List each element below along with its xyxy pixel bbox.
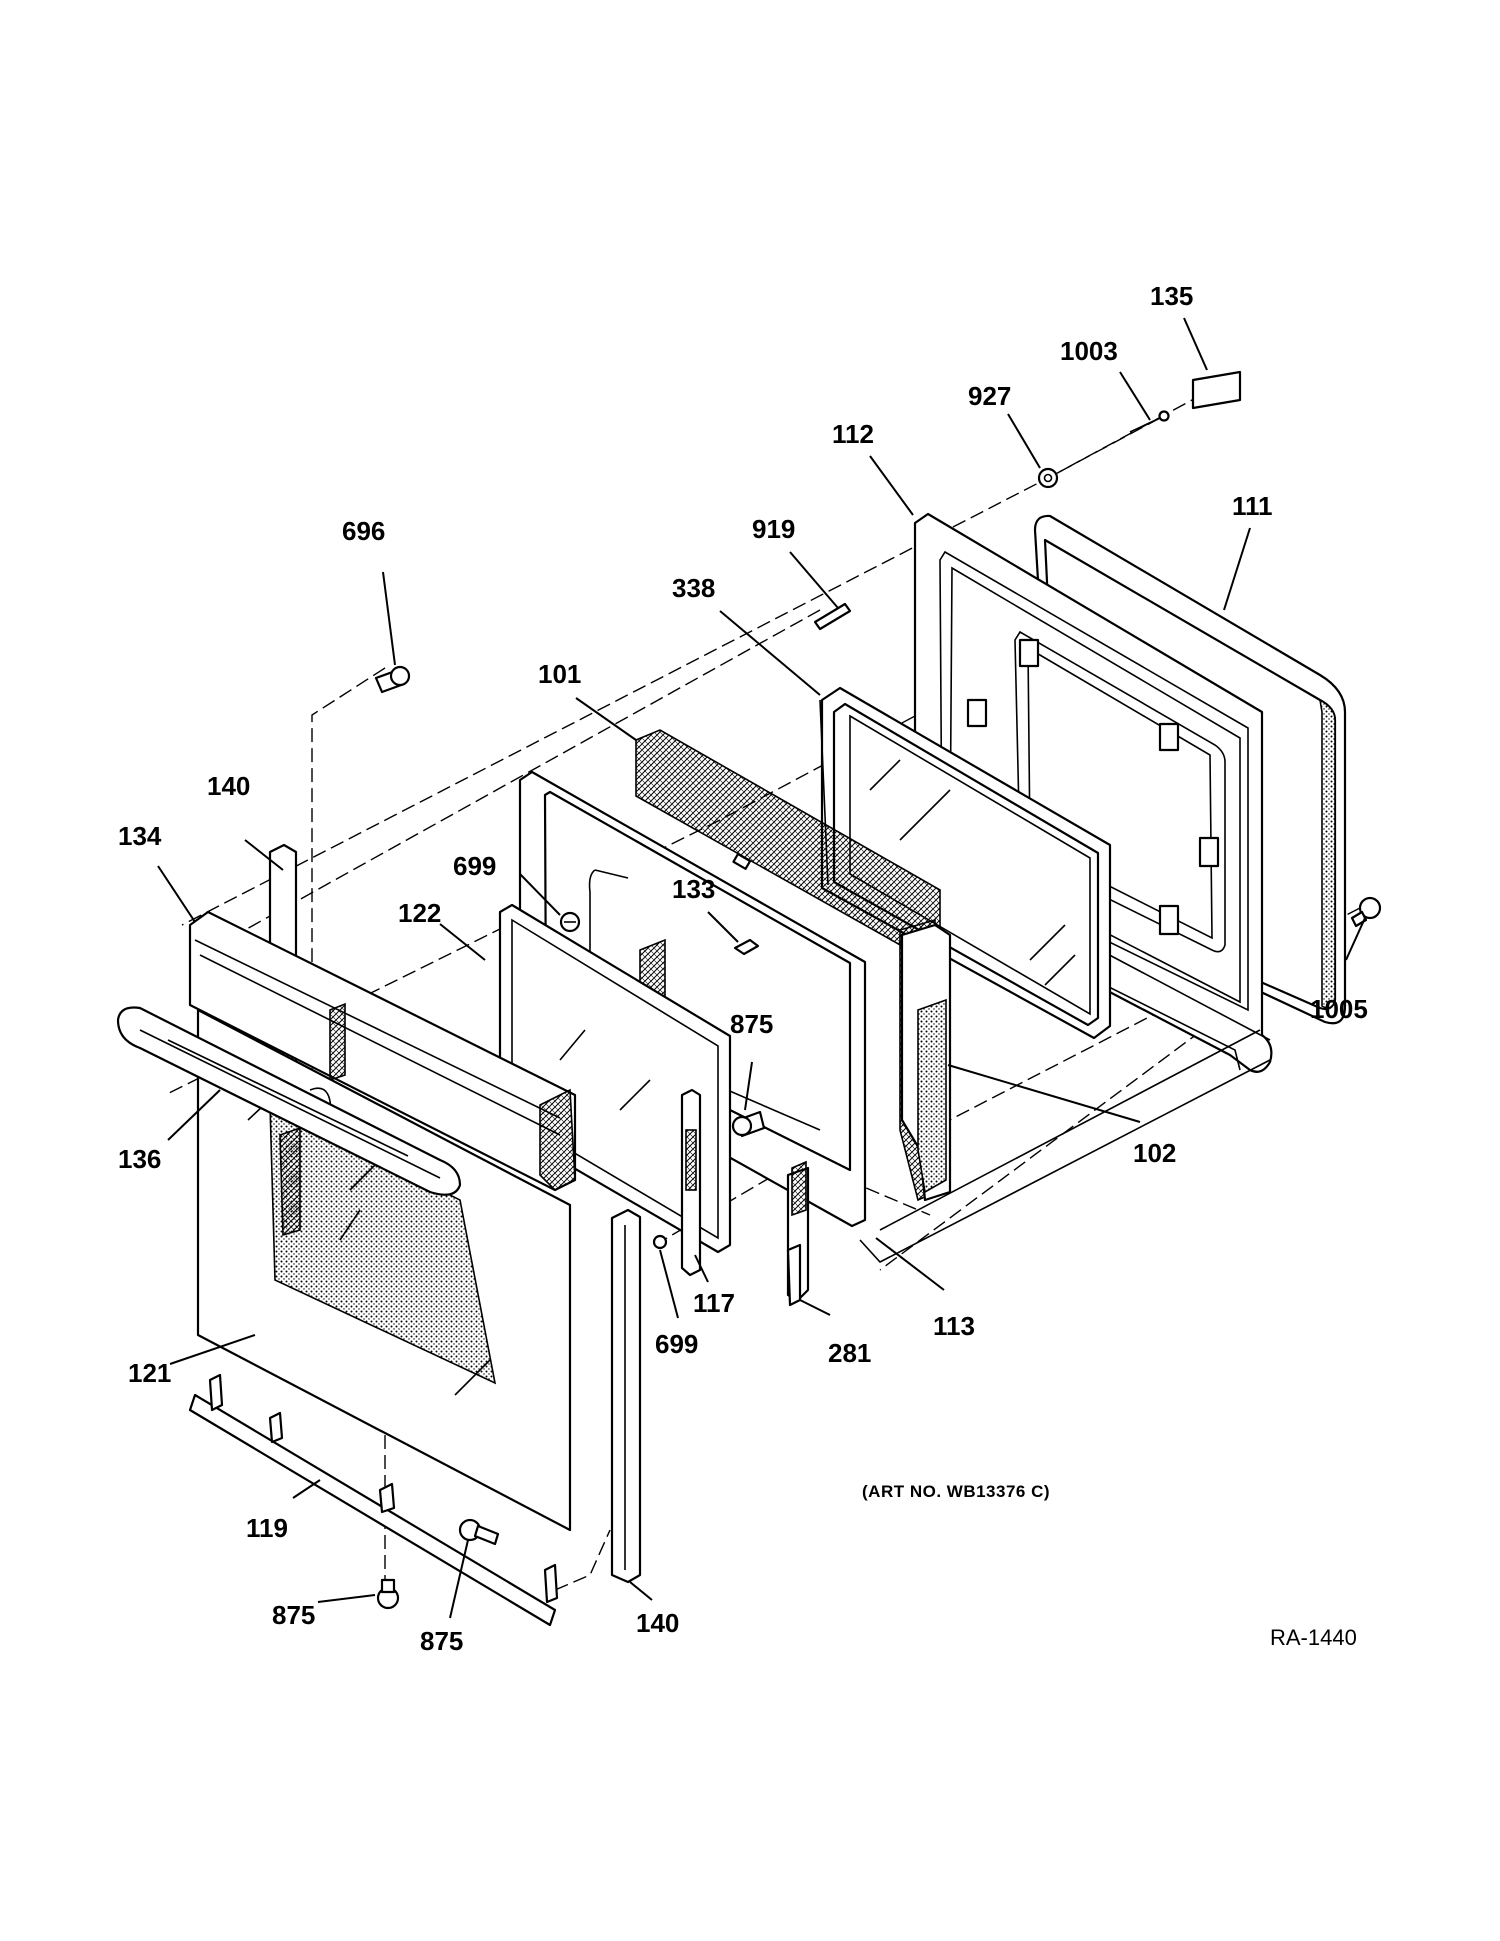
screw-699-upper-icon (559, 911, 581, 933)
callout-927: 927 (968, 381, 1011, 411)
washer-927-icon (1037, 467, 1059, 489)
callout-136: 136 (118, 1144, 161, 1174)
label-135-icon (1191, 370, 1242, 410)
callout-133: 133 (672, 874, 715, 904)
part-281-hinge (786, 1160, 810, 1307)
callout-699-lower: 699 (655, 1329, 698, 1359)
callout-338: 338 (672, 573, 715, 603)
screw-875-mid-icon (731, 1110, 766, 1138)
callout-875-bottom-left: 875 (272, 1600, 315, 1630)
bumper-1005-icon (1350, 896, 1382, 928)
part-134-vent-trim (188, 910, 577, 1192)
screw-1003-icon (1129, 410, 1170, 433)
callout-1003: 1003 (1060, 336, 1118, 366)
callout-112: 112 (832, 419, 874, 449)
part-113-bottom-trim (859, 1029, 1271, 1263)
leader-lines (157, 317, 1366, 1619)
callout-labels: 135 1003 927 112 111 919 338 696 101 140… (118, 281, 1368, 1656)
part-121-outer-door-panel (196, 1008, 572, 1532)
hardware (374, 370, 1382, 1610)
callout-140-lower: 140 (636, 1608, 679, 1638)
part-338-window-pack (819, 686, 1112, 1040)
callout-101: 101 (538, 659, 581, 689)
callout-696: 696 (342, 516, 385, 546)
drawing-code: RA-1440 (1270, 1625, 1357, 1650)
callout-699-upper: 699 (453, 851, 496, 881)
screw-696-icon (374, 665, 411, 694)
screw-875-bracket-icon (458, 1518, 500, 1546)
part-136-door-handle (116, 1006, 462, 1196)
callout-119: 119 (246, 1513, 288, 1543)
callout-113: 113 (933, 1311, 975, 1341)
callout-111: 111 (1232, 491, 1273, 521)
callout-135: 135 (1150, 281, 1193, 311)
callout-1005: 1005 (1310, 994, 1368, 1024)
clip-133-icon (733, 938, 760, 956)
art-number: (ART NO. WB13376 C) (862, 1482, 1050, 1501)
spacer-919-icon (813, 602, 852, 631)
callout-875-bottom: 875 (420, 1626, 463, 1656)
callout-102: 102 (1133, 1138, 1176, 1168)
part-119-bottom-bracket (188, 1373, 559, 1627)
screw-699-lower-icon (652, 1234, 668, 1250)
screw-875-bottom-icon (376, 1578, 400, 1610)
callout-122: 122 (398, 898, 441, 928)
callout-140-upper: 140 (207, 771, 250, 801)
callout-121: 121 (128, 1358, 171, 1388)
callout-134: 134 (118, 821, 162, 851)
callout-117: 117 (693, 1288, 735, 1318)
callout-281: 281 (828, 1338, 871, 1368)
part-140-trim-lower (610, 1208, 642, 1584)
part-102-side-trim (900, 923, 952, 1202)
callout-875-mid: 875 (730, 1009, 773, 1039)
part-117-hinge-strip (680, 1088, 702, 1277)
callout-919: 919 (752, 514, 795, 544)
